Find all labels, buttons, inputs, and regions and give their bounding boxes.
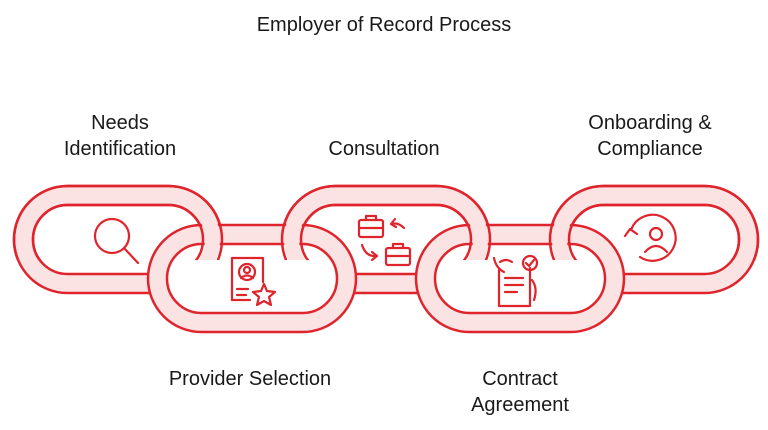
id-badge-star-icon xyxy=(230,256,277,307)
step-label-consultation: Consultation xyxy=(328,138,440,160)
chain-link-outline xyxy=(280,184,492,260)
briefcase-exchange-icon xyxy=(357,214,412,267)
step-label-provider-selection: Provider Selection xyxy=(168,368,332,390)
chain-link-outline xyxy=(548,184,760,260)
user-cycle-icon xyxy=(623,213,677,262)
step-label-contract-agreement: Contract Agreement xyxy=(471,368,569,416)
chain-link-outline xyxy=(12,184,224,260)
chain-link-outline xyxy=(299,203,473,260)
signed-contract-icon xyxy=(492,254,539,308)
diagram-title: Employer of Record Process xyxy=(256,14,512,36)
chain-link-outline xyxy=(31,203,205,260)
magnifier-icon xyxy=(93,217,140,265)
chain-link-outline xyxy=(567,203,741,260)
step-label-needs-identification: Needs Identification xyxy=(63,112,177,160)
step-label-onboarding-compliance: Onboarding & Compliance xyxy=(588,112,712,160)
